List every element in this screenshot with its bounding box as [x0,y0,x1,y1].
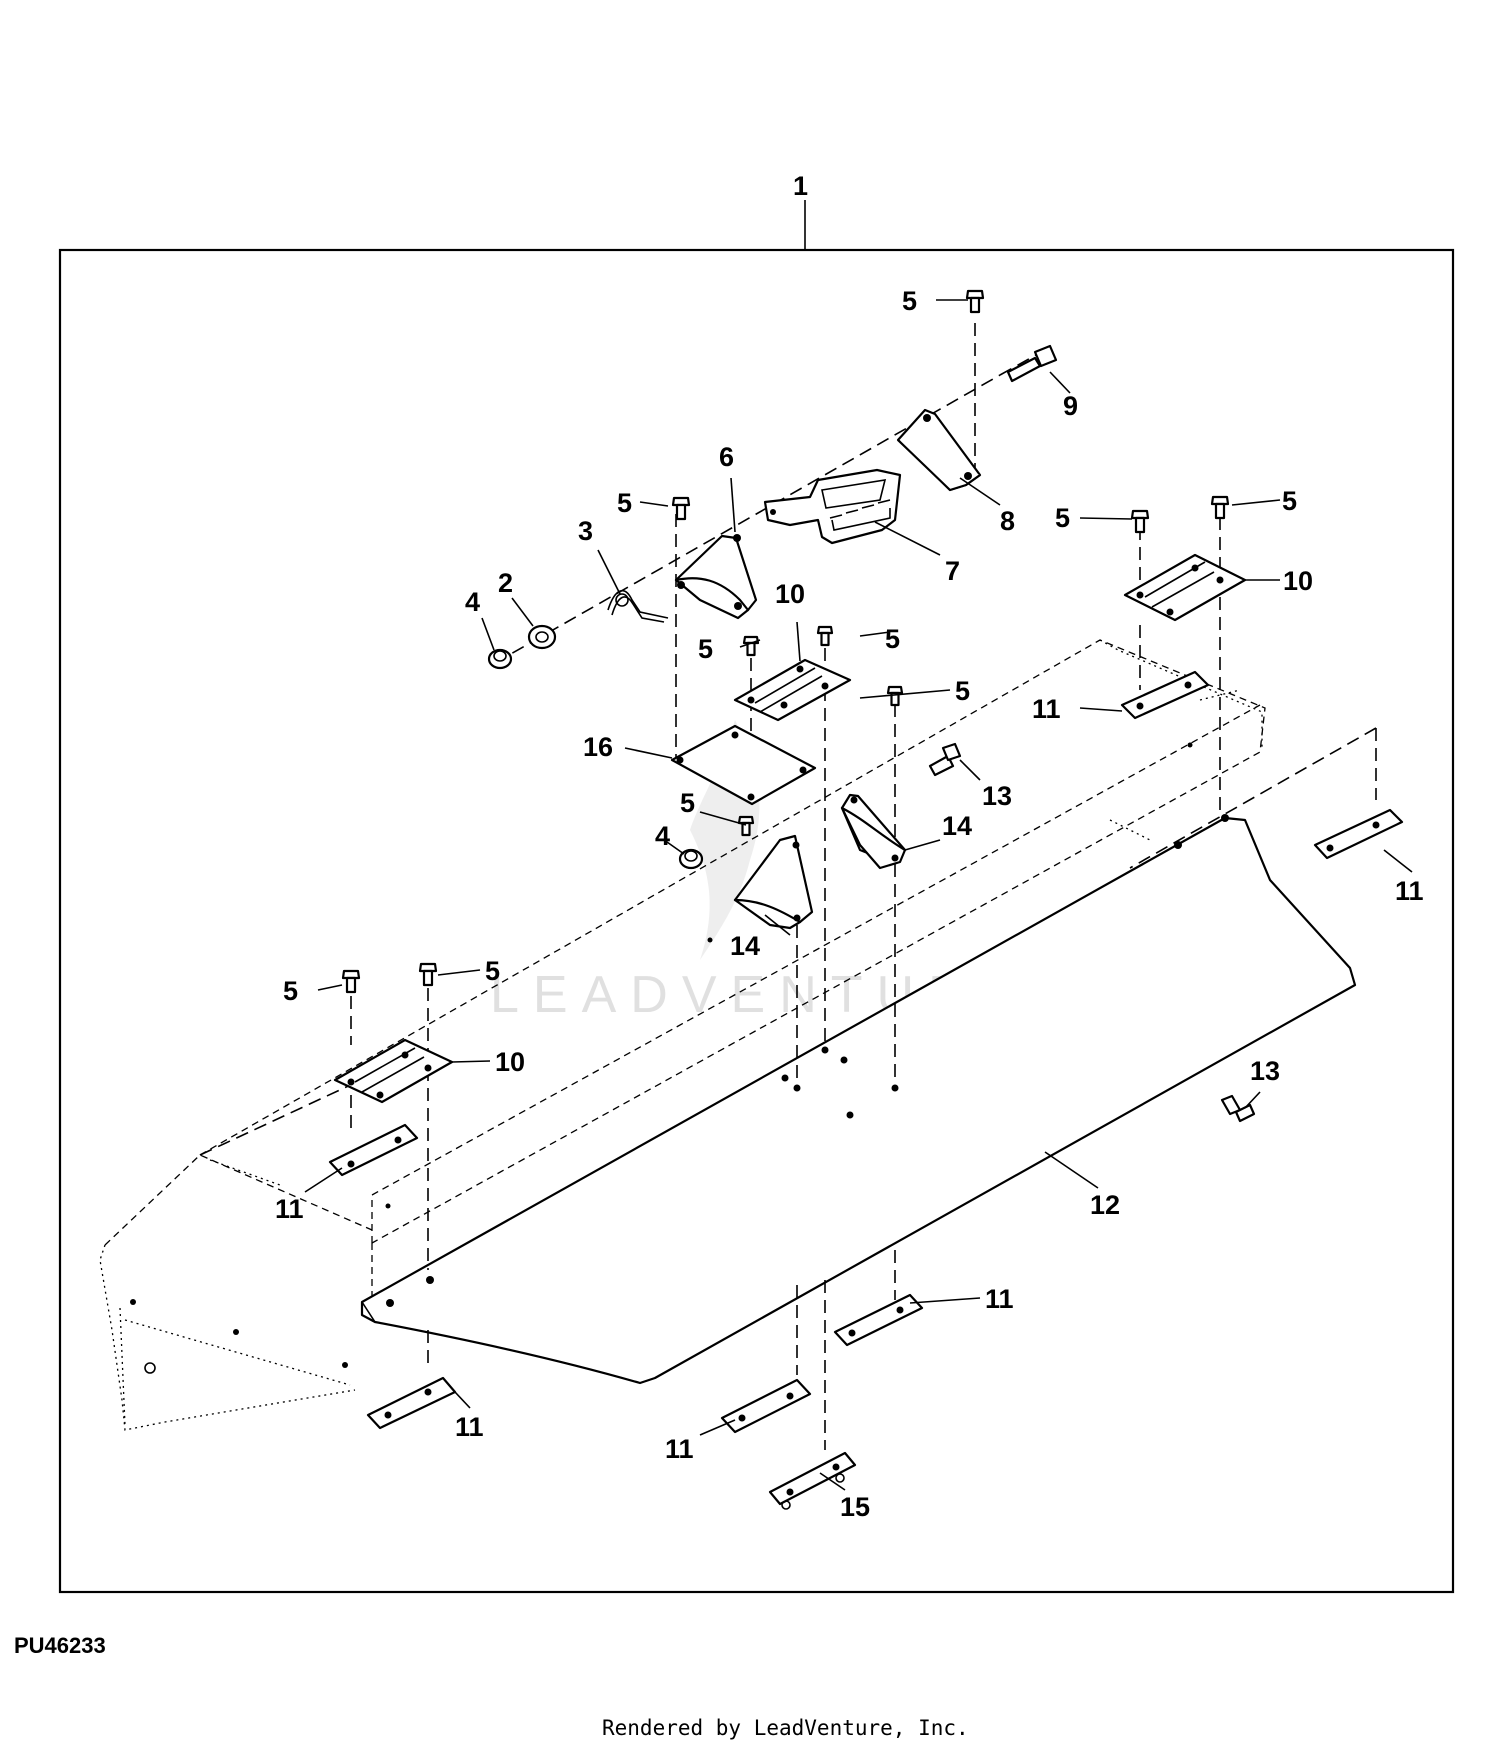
bolt-upper [928,742,962,777]
figure-id: PU46233 [14,1633,106,1658]
bracket-left [674,534,758,620]
callout-8: 8 [1000,506,1015,536]
callout-5-left-a: 5 [283,976,298,1006]
callout-4-upper: 4 [465,587,480,617]
callout-9: 9 [1063,391,1078,421]
callout-2: 2 [498,568,513,598]
callout-11-left-upper: 11 [275,1194,304,1224]
callout-7: 7 [945,556,960,586]
hinge-right [1123,553,1247,622]
mounting-plate [670,724,817,806]
render-credit: Rendered by LeadVenture, Inc. [602,1716,969,1740]
cap-screw-left-a [341,969,361,994]
callout-5-right-b: 5 [1282,486,1297,516]
strip-center-lower [720,1378,812,1434]
cap-screw-hinge-a [742,635,760,657]
carriage-bolt-long [1006,344,1058,383]
callout-13-upper: 13 [982,781,1012,811]
callout-14-upper: 14 [942,811,972,841]
strip-bottom [768,1451,857,1510]
cap-screw-bracket [671,496,691,521]
kit-frame [58,248,1455,1594]
callout-6: 6 [719,442,734,472]
flange-nut-lower [678,848,704,870]
bushing [527,624,557,650]
strip-right-top [1120,670,1210,720]
strip-left-upper [328,1123,419,1177]
callout-13-lower: 13 [1250,1056,1280,1086]
strip-right-far [1313,808,1404,860]
callout-10-right: 10 [1283,566,1313,596]
phantom-mower-deck [99,639,1266,1431]
callout-5-top: 5 [902,286,917,316]
hinge-left [333,1038,454,1104]
callout-5-mid: 5 [955,676,970,706]
cap-screw-right-a [1130,509,1150,534]
height-adjuster-plate [763,468,902,545]
callout-11-right-far: 11 [1395,876,1424,906]
callouts: 1 5 9 6 8 5 3 7 2 4 10 5 5 5 5 10 5 11 1… [275,171,1424,1522]
leader-lines [304,299,1413,1491]
callout-5-bracket: 5 [617,488,632,518]
callout-3: 3 [578,516,593,546]
flange-nut-upper [487,648,513,670]
callout-10-left: 10 [495,1047,525,1077]
callout-4-lower: 4 [655,821,670,851]
callout-5-lower: 5 [680,788,695,818]
callout-11-center-lower: 11 [665,1434,694,1464]
cap-screw-hinge-b [816,625,834,647]
callout-5-left-b: 5 [485,956,500,986]
callout-1: 1 [793,171,808,201]
strip-left-lower [366,1376,457,1430]
callout-14-lower: 14 [730,931,760,961]
baffle-plate [360,814,1357,1385]
bracket-right [896,408,982,492]
callout-12: 12 [1090,1190,1120,1220]
callout-15: 15 [840,1492,870,1522]
callout-5-right-a: 5 [1055,503,1070,533]
cap-screw-top [965,289,985,314]
cap-screw-right-b [1210,495,1230,520]
deck-holes [707,937,899,1119]
callout-10-center: 10 [775,579,805,609]
spring-clip [607,589,669,623]
cap-screw-mid [886,685,904,707]
bolt-lower [1220,1094,1256,1123]
callout-16: 16 [583,732,613,762]
strip-center-right [833,1293,924,1347]
bracket-mount-lower [733,834,814,930]
callout-11-center-right: 11 [985,1284,1014,1314]
callout-5-center-a: 5 [698,634,713,664]
cap-screw-left-b [418,962,438,987]
callout-11-right-top: 11 [1032,694,1061,724]
cap-screw-lower [737,815,755,837]
callout-5-center-b: 5 [885,624,900,654]
hinge-center [733,658,852,722]
callout-11-left-lower: 11 [455,1412,484,1442]
